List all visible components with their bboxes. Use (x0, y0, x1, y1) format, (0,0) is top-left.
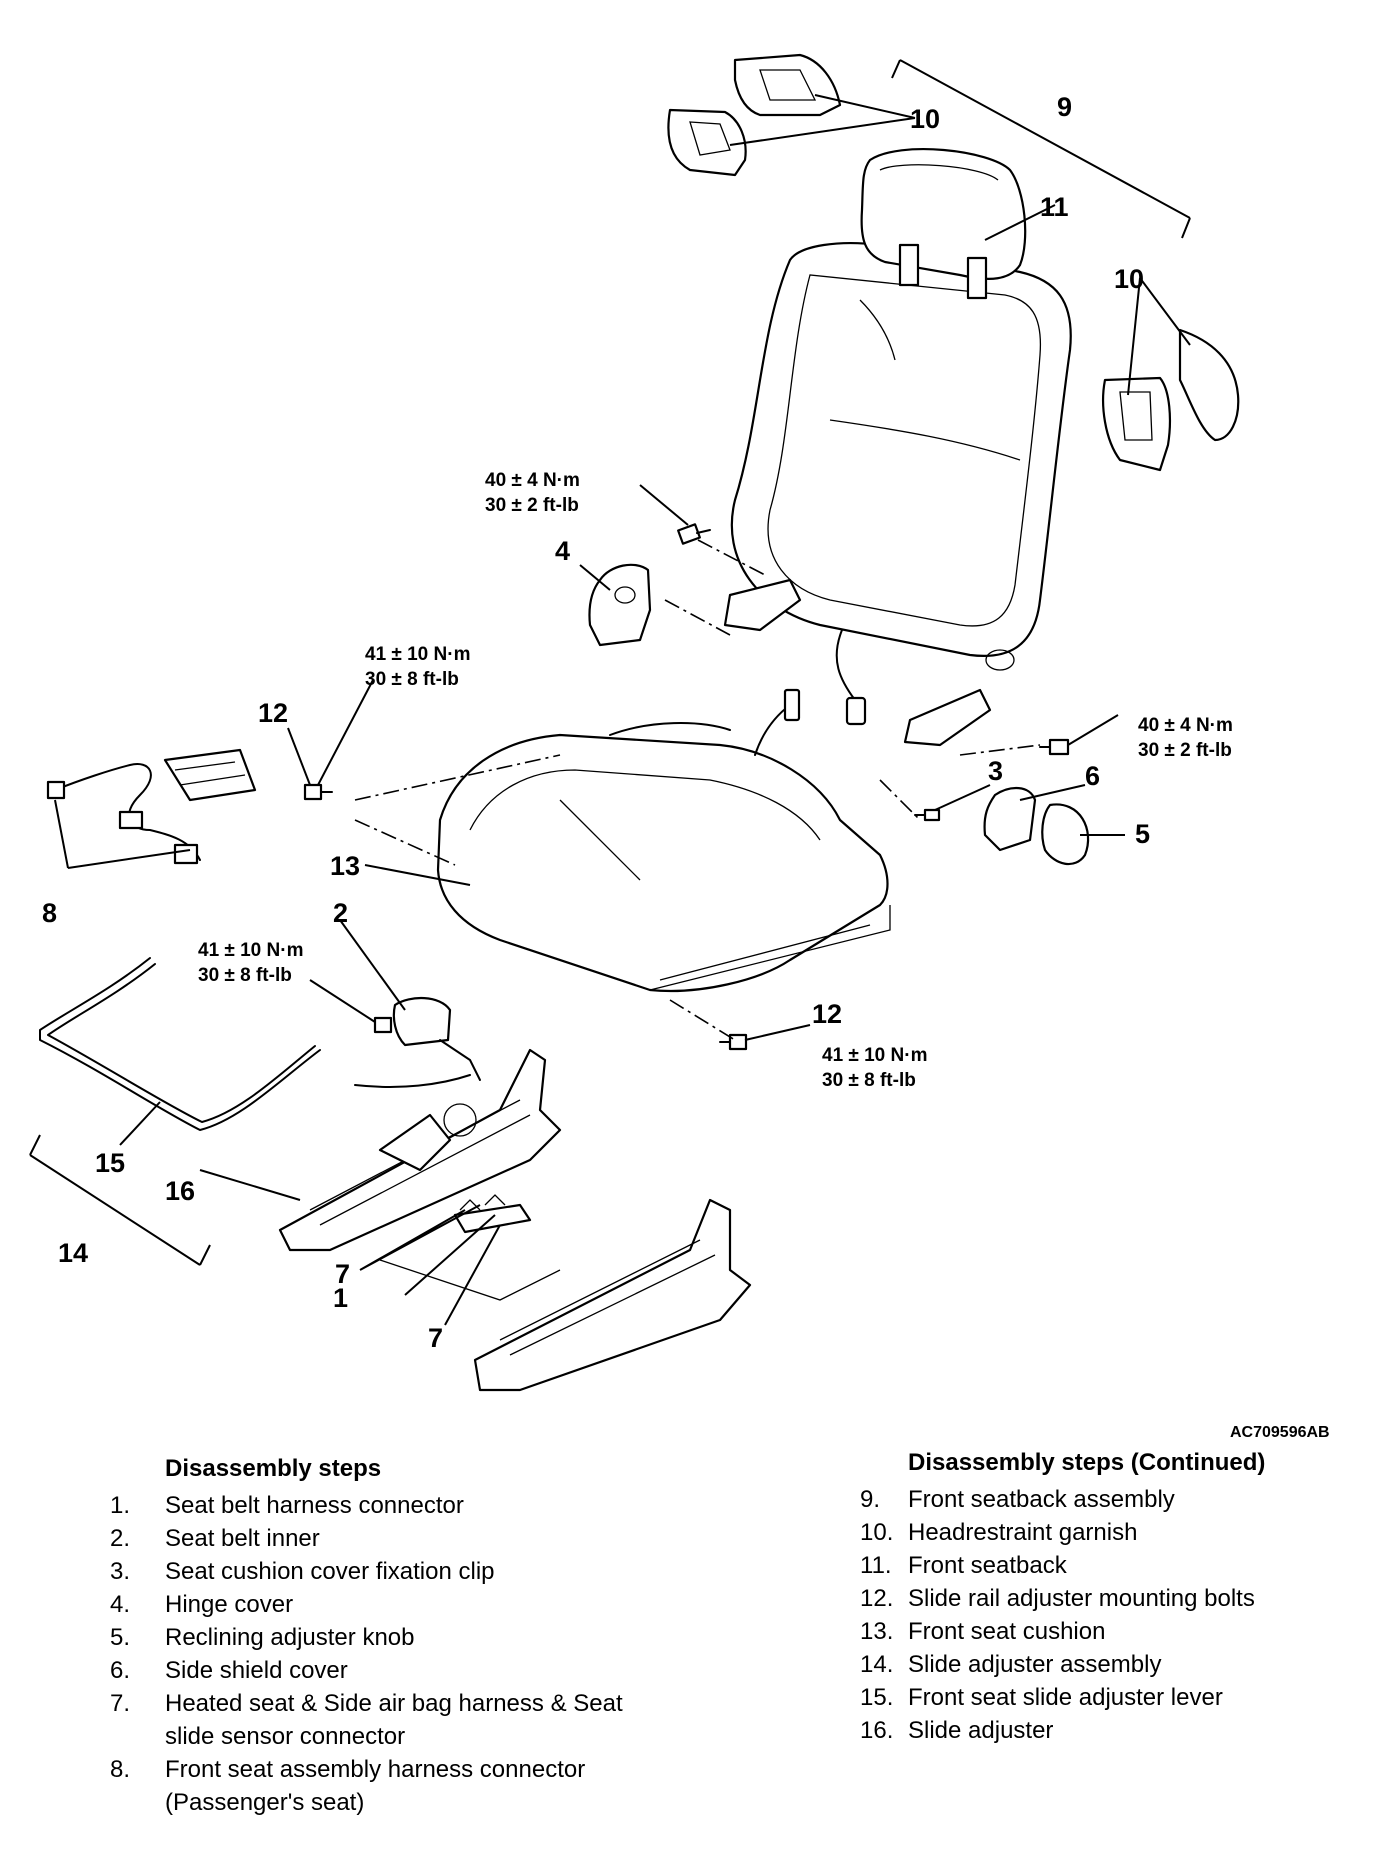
leader-rail-top-torque (317, 679, 374, 786)
slide-adjuster-assembly (278, 1048, 752, 1392)
disassembly-steps-right: Disassembly steps (Continued) 9.Front se… (860, 1446, 1380, 1747)
side-shield-cover (983, 787, 1037, 852)
leader-10-left (729, 94, 916, 146)
callout-9: 9 (1057, 92, 1072, 122)
recliner-bracket (903, 688, 992, 747)
leader-16 (199, 1169, 301, 1201)
front-seat-harness-connector (46, 748, 257, 865)
torque-rail-top-nm: 41 ± 10 N·m (365, 644, 470, 665)
exploded-seat-diagram: 1 2 3 4 5 6 7 7 8 9 10 10 11 12 12 13 14… (29, 53, 1240, 1392)
step-item: 10.Headrestraint garnish (860, 1519, 1138, 1546)
disassembly-steps-left: Disassembly steps 1.Seat belt harness co… (110, 1452, 670, 1819)
leader-13 (364, 864, 471, 886)
step-item: 11.Front seatback (860, 1552, 1067, 1579)
callout-16: 16 (165, 1176, 195, 1206)
torque-rail-top-ftlb: 30 ± 8 ft-lb (365, 669, 459, 690)
callout-14: 14 (58, 1238, 88, 1268)
torque-hinge-nm: 40 ± 4 N·m (485, 470, 580, 491)
step-item: 1.Seat belt harness connector (110, 1492, 464, 1519)
leader-4 (579, 564, 611, 591)
rail-bolt-bottom (719, 1033, 748, 1051)
headrest (860, 147, 1027, 300)
leader-7a (359, 1204, 481, 1271)
torque-belt-nm: 41 ± 10 N·m (198, 940, 303, 961)
belt-harness (354, 1074, 471, 1088)
torque-belt-ftlb: 30 ± 8 ft-lb (198, 965, 292, 986)
step-item: 9.Front seatback assembly (860, 1486, 1175, 1513)
step-item: 13.Front seat cushion (860, 1618, 1106, 1645)
leader-3 (934, 784, 991, 811)
step-item: 7.Heated seat & Side air bag harness & S… (110, 1690, 623, 1750)
leader-10-right (1127, 277, 1191, 396)
leader-belt-torque (309, 979, 376, 1023)
callout-4: 4 (555, 536, 570, 566)
front-seat-cushion (436, 688, 891, 993)
callout-1: 1 (333, 1283, 348, 1313)
leader-1 (404, 1214, 496, 1296)
callout-11: 11 (1040, 192, 1069, 222)
step-item: 4.Hinge cover (110, 1591, 294, 1618)
leader-12-bottom (744, 1024, 811, 1041)
callout-13: 13 (330, 851, 360, 881)
step-item: 8.Front seat assembly harness connector … (110, 1756, 586, 1816)
slide-adjuster-lever (39, 957, 321, 1131)
step-item: 16.Slide adjuster (860, 1717, 1054, 1744)
leader-12-top (287, 727, 311, 786)
fixation-clip (914, 808, 941, 822)
front-seatback (730, 242, 1072, 726)
leader-6 (1019, 784, 1086, 801)
step-item: 12.Slide rail adjuster mounting bolts (860, 1585, 1255, 1612)
callout-10b: 10 (1114, 264, 1144, 294)
steps-right-heading: Disassembly steps (Continued) (908, 1449, 1266, 1476)
callout-8: 8 (42, 898, 57, 928)
callout-5: 5 (1135, 819, 1150, 849)
headrestraint-garnish-left (667, 53, 842, 177)
leader-recliner-torque (1067, 714, 1119, 746)
leader-hinge-torque (639, 484, 689, 526)
callout-15: 15 (95, 1148, 125, 1178)
rail-bottom-centerline (669, 999, 736, 1041)
callout-7a: 7 (335, 1259, 350, 1289)
step-item: 3.Seat cushion cover fixation clip (110, 1558, 495, 1585)
callout-10a: 10 (910, 104, 940, 134)
hinge-centerline (664, 539, 766, 636)
hinge-bracket (723, 578, 802, 632)
torque-rail-bottom-ftlb: 30 ± 8 ft-lb (822, 1070, 916, 1091)
callout-3: 3 (988, 756, 1003, 786)
figure-id: AC709596AB (1230, 1424, 1330, 1441)
step-item: 5.Reclining adjuster knob (110, 1624, 415, 1651)
reclining-adjuster-knob (1041, 803, 1090, 866)
leader-7b (444, 1224, 501, 1326)
leader-8 (54, 799, 191, 869)
headrestraint-garnish-right (1102, 328, 1240, 472)
callout-6: 6 (1085, 761, 1100, 791)
torque-hinge-ftlb: 30 ± 2 ft-lb (485, 495, 579, 516)
hinge-bolt (677, 523, 711, 545)
step-item: 2.Seat belt inner (110, 1525, 320, 1552)
hinge-cover (588, 563, 652, 647)
callout-2: 2 (333, 898, 348, 928)
slide-adjuster-lever-inner (47, 963, 316, 1123)
leader-15 (119, 1101, 161, 1146)
bracket-14 (29, 1134, 211, 1266)
rail-bolt-top (303, 783, 333, 801)
recliner-bolt (1039, 738, 1070, 756)
step-item: 14.Slide adjuster assembly (860, 1651, 1162, 1678)
cushion-centerline (354, 754, 921, 866)
bracket-9 (891, 59, 1191, 239)
leader-11 (984, 204, 1056, 241)
seat-belt-inner (373, 996, 481, 1081)
torque-recliner-nm: 40 ± 4 N·m (1138, 715, 1233, 736)
callout-7b: 7 (428, 1323, 443, 1353)
step-item: 6.Side shield cover (110, 1657, 348, 1684)
step-item: 15.Front seat slide adjuster lever (860, 1684, 1223, 1711)
recliner-centerline (959, 744, 1041, 756)
torque-rail-bottom-nm: 41 ± 10 N·m (822, 1045, 927, 1066)
torque-recliner-ftlb: 30 ± 2 ft-lb (1138, 740, 1232, 761)
callout-12a: 12 (258, 698, 288, 728)
callout-12b: 12 (812, 999, 842, 1029)
steps-left-heading: Disassembly steps (165, 1455, 382, 1482)
leader-2 (339, 919, 406, 1011)
